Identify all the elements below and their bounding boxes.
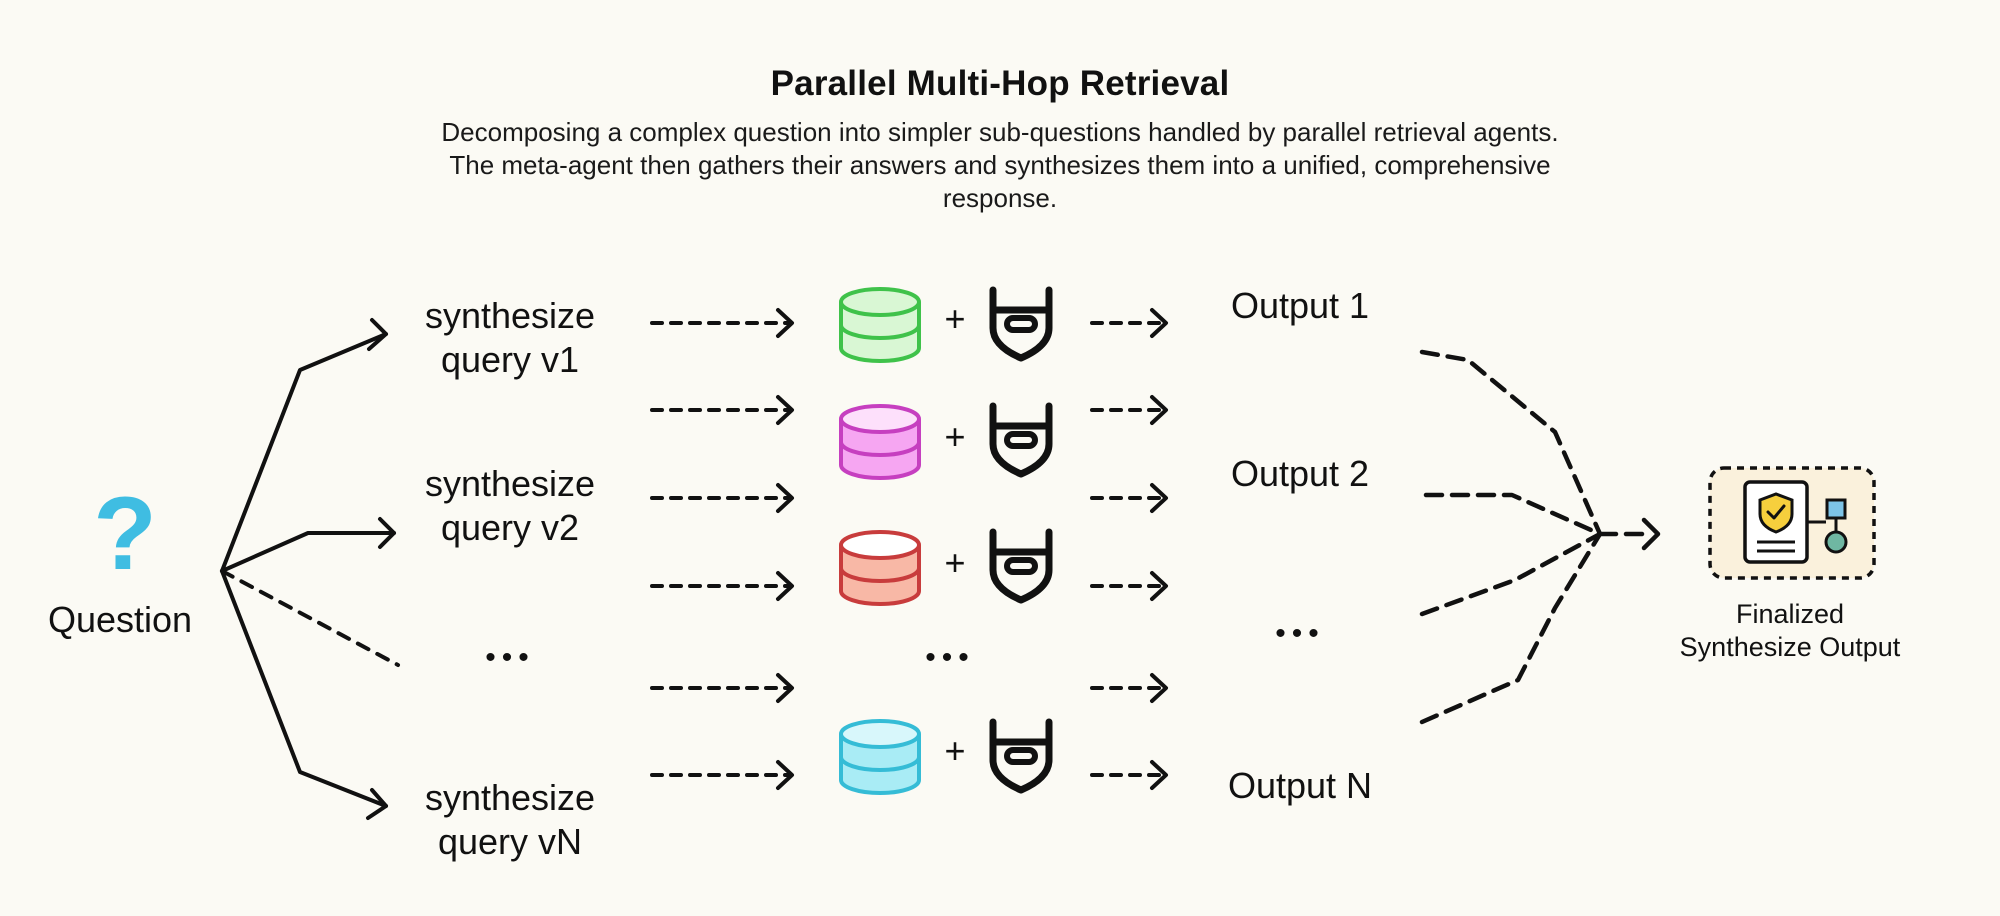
question-fanout-lines [220,318,400,820]
final-arrowhead [1641,517,1661,551]
database-icon-1 [839,287,921,363]
query-vn-label: synthesize query vN [424,777,596,862]
output-merge-lines [1419,349,1655,725]
query-v1-label: synthesize query v1 [424,295,596,380]
db-ellipsis: ••• [925,641,975,674]
plus-sign-3: + [944,542,966,583]
output-2-label: Output 2 [1230,453,1370,494]
database-icon-4 [839,719,921,795]
agent-to-output-arrows [1090,308,1168,790]
agent-shield-icon-2 [993,406,1049,474]
output-n-label: Output N [1227,765,1373,806]
query-v2-label: synthesize query v2 [424,463,596,548]
diagram-subtitle: Decomposing a complex question into simp… [441,117,1559,213]
certified-document-icon [1708,466,1876,580]
diagram-title: Parallel Multi-Hop Retrieval [770,64,1230,103]
agent-shield-icon-4 [993,722,1049,790]
query-ellipsis: ••• [485,641,535,674]
output-1-label: Output 1 [1230,285,1370,326]
question-mark-icon: ? [93,476,157,592]
agent-shield-icon-1 [993,290,1049,358]
final-output-label: Finalized Synthesize Output [1679,599,1901,662]
query-to-db-arrows [650,308,794,790]
plus-sign-2: + [944,416,966,457]
database-icon-3 [839,530,921,606]
output-ellipsis: ••• [1275,617,1325,650]
question-label: Question [47,599,193,640]
plus-sign-4: + [944,730,966,771]
database-icon-2 [839,404,921,480]
agent-shield-icon-3 [993,532,1049,600]
plus-sign-1: + [944,298,966,339]
